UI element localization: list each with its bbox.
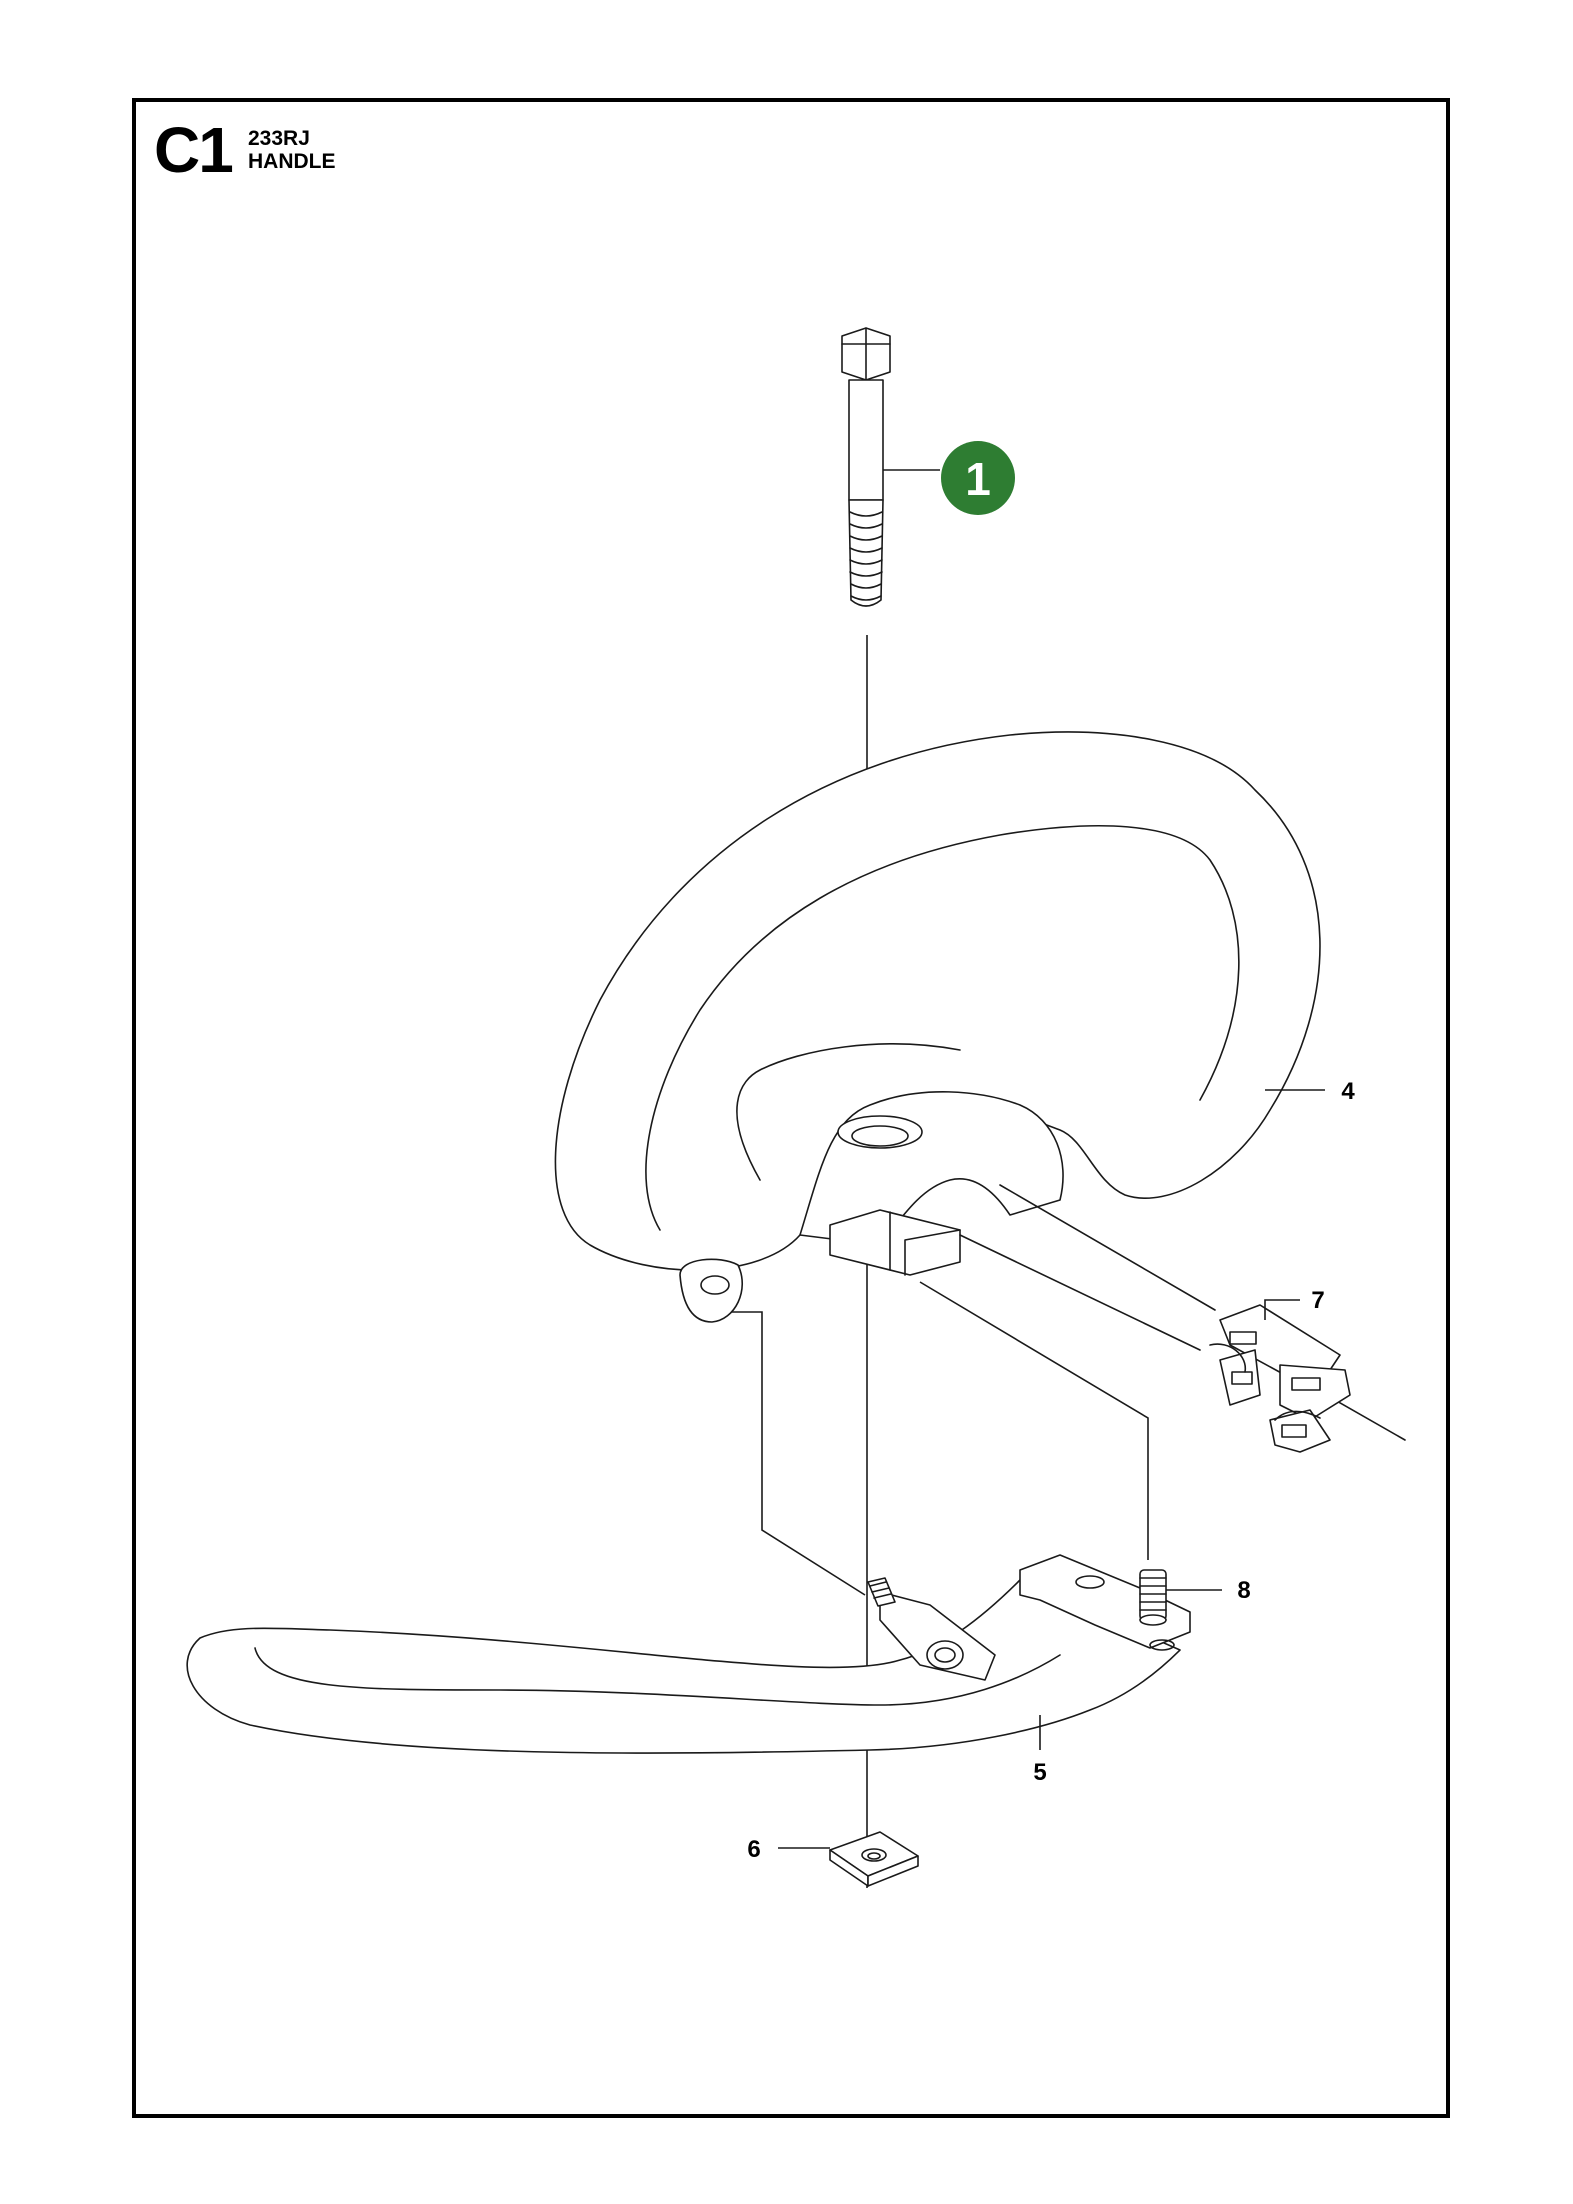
callout-6-number[interactable]: 6 (747, 1836, 760, 1863)
diagram-frame (132, 98, 1450, 2118)
callout-leader-lines (778, 469, 1325, 1849)
diagram-title: HANDLE (248, 150, 336, 173)
callout-1-circle (941, 441, 1015, 515)
callout-1-number: 1 (965, 453, 991, 505)
part-7-clip[interactable] (1209, 1304, 1406, 1453)
part-4-loop-handle[interactable] (554, 731, 1321, 1351)
part-5-lower-handle-bar[interactable] (186, 1554, 1191, 1754)
model-name: 233RJ (248, 127, 310, 150)
callout-7-number[interactable]: 7 (1311, 1287, 1324, 1314)
part-8-screw[interactable] (1139, 1569, 1167, 1626)
callout-1-badge[interactable]: 1 (941, 441, 1015, 515)
callout-8-number[interactable]: 8 (1237, 1577, 1250, 1604)
section-code: C1 (154, 114, 234, 186)
part-1-bolt[interactable] (841, 327, 891, 607)
part-6-square-nut[interactable] (829, 1831, 919, 1887)
callout-5-number[interactable]: 5 (1033, 1759, 1046, 1786)
callout-4-number[interactable]: 4 (1341, 1078, 1355, 1105)
